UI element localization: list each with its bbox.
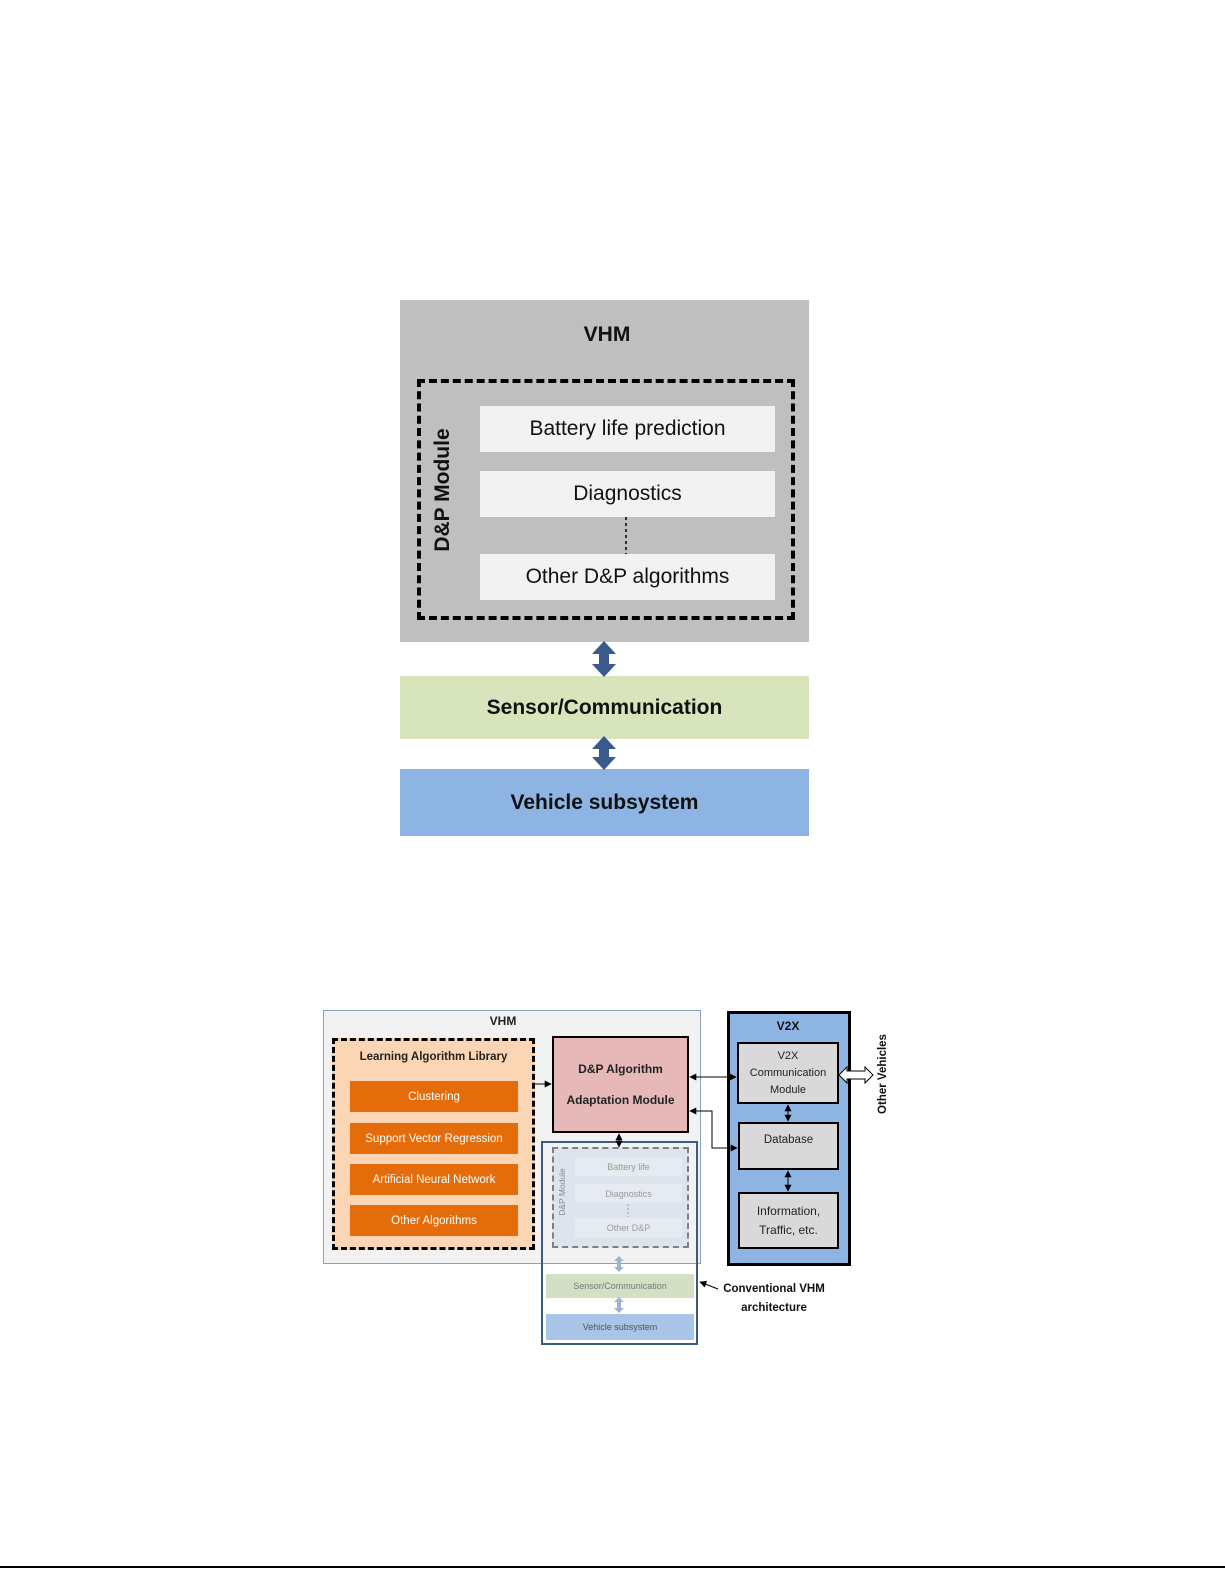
conv-sensor-vehicle-arrow xyxy=(614,1297,624,1313)
clustering-box: Clustering xyxy=(350,1081,518,1112)
conv-dp-sensor-arrow xyxy=(614,1256,624,1272)
vehicle-subsystem-block: Vehicle subsystem xyxy=(400,769,809,836)
conventional-diagnostics: Diagnostics xyxy=(575,1184,682,1203)
conventional-other-dp: Other D&P xyxy=(575,1218,682,1237)
conventional-vehicle-subsystem: Vehicle subsystem xyxy=(546,1314,694,1340)
info-line-2: Traffic, etc. xyxy=(759,1222,818,1237)
adaptation-module: D&P Algorithm Adaptation Module xyxy=(552,1036,689,1133)
other-vehicles-double-arrow xyxy=(838,1065,874,1085)
v2x-comm-line-3: Module xyxy=(769,1083,807,1096)
info-line-1: Information, xyxy=(756,1203,821,1218)
information-traffic-box: Information, Traffic, etc. xyxy=(738,1192,839,1249)
v2x-comm-line-1: V2X xyxy=(777,1049,799,1062)
diagnostics-box: Diagnostics xyxy=(480,471,775,517)
v2x-communication-module: V2X Communication Module xyxy=(737,1042,839,1104)
svr-box: Support Vector Regression xyxy=(350,1123,518,1154)
conventional-vhm-label: Conventional VHM architecture xyxy=(708,1280,840,1318)
conventional-label-line-2: architecture xyxy=(741,1302,807,1314)
other-algorithms-box: Other Algorithms xyxy=(350,1205,518,1236)
v2x-title: V2X xyxy=(776,1019,800,1033)
vhm-title: VHM xyxy=(583,323,631,346)
adaptation-line-1: D&P Algorithm xyxy=(578,1061,663,1076)
database-adaptation-arrow xyxy=(689,1107,738,1152)
vhm-sensor-double-arrow xyxy=(592,641,616,677)
dp-module-dashed-box xyxy=(417,379,795,620)
database-box: Database xyxy=(738,1122,839,1170)
sensor-vehicle-double-arrow xyxy=(592,736,616,770)
adaptation-line-2: Adaptation Module xyxy=(566,1092,675,1107)
ann-box: Artificial Neural Network xyxy=(350,1164,518,1195)
vhm-title-2: VHM xyxy=(489,1014,517,1028)
conventional-battery-life: Battery life xyxy=(575,1157,682,1176)
conventional-label-pointer xyxy=(699,1281,719,1290)
v2x-comm-line-2: Communication xyxy=(749,1066,827,1079)
conventional-sensor-communication: Sensor/Communication xyxy=(546,1274,694,1298)
battery-life-prediction-box: Battery life prediction xyxy=(480,406,775,452)
library-title: Learning Algorithm Library xyxy=(359,1051,508,1063)
other-dp-algorithms-box: Other D&P algorithms xyxy=(480,554,775,600)
sensor-communication-block: Sensor/Communication xyxy=(400,676,809,739)
database-label: Database xyxy=(763,1134,814,1146)
conventional-label-line-1: Conventional VHM xyxy=(723,1283,825,1295)
page-bottom-rule xyxy=(0,1566,1225,1568)
